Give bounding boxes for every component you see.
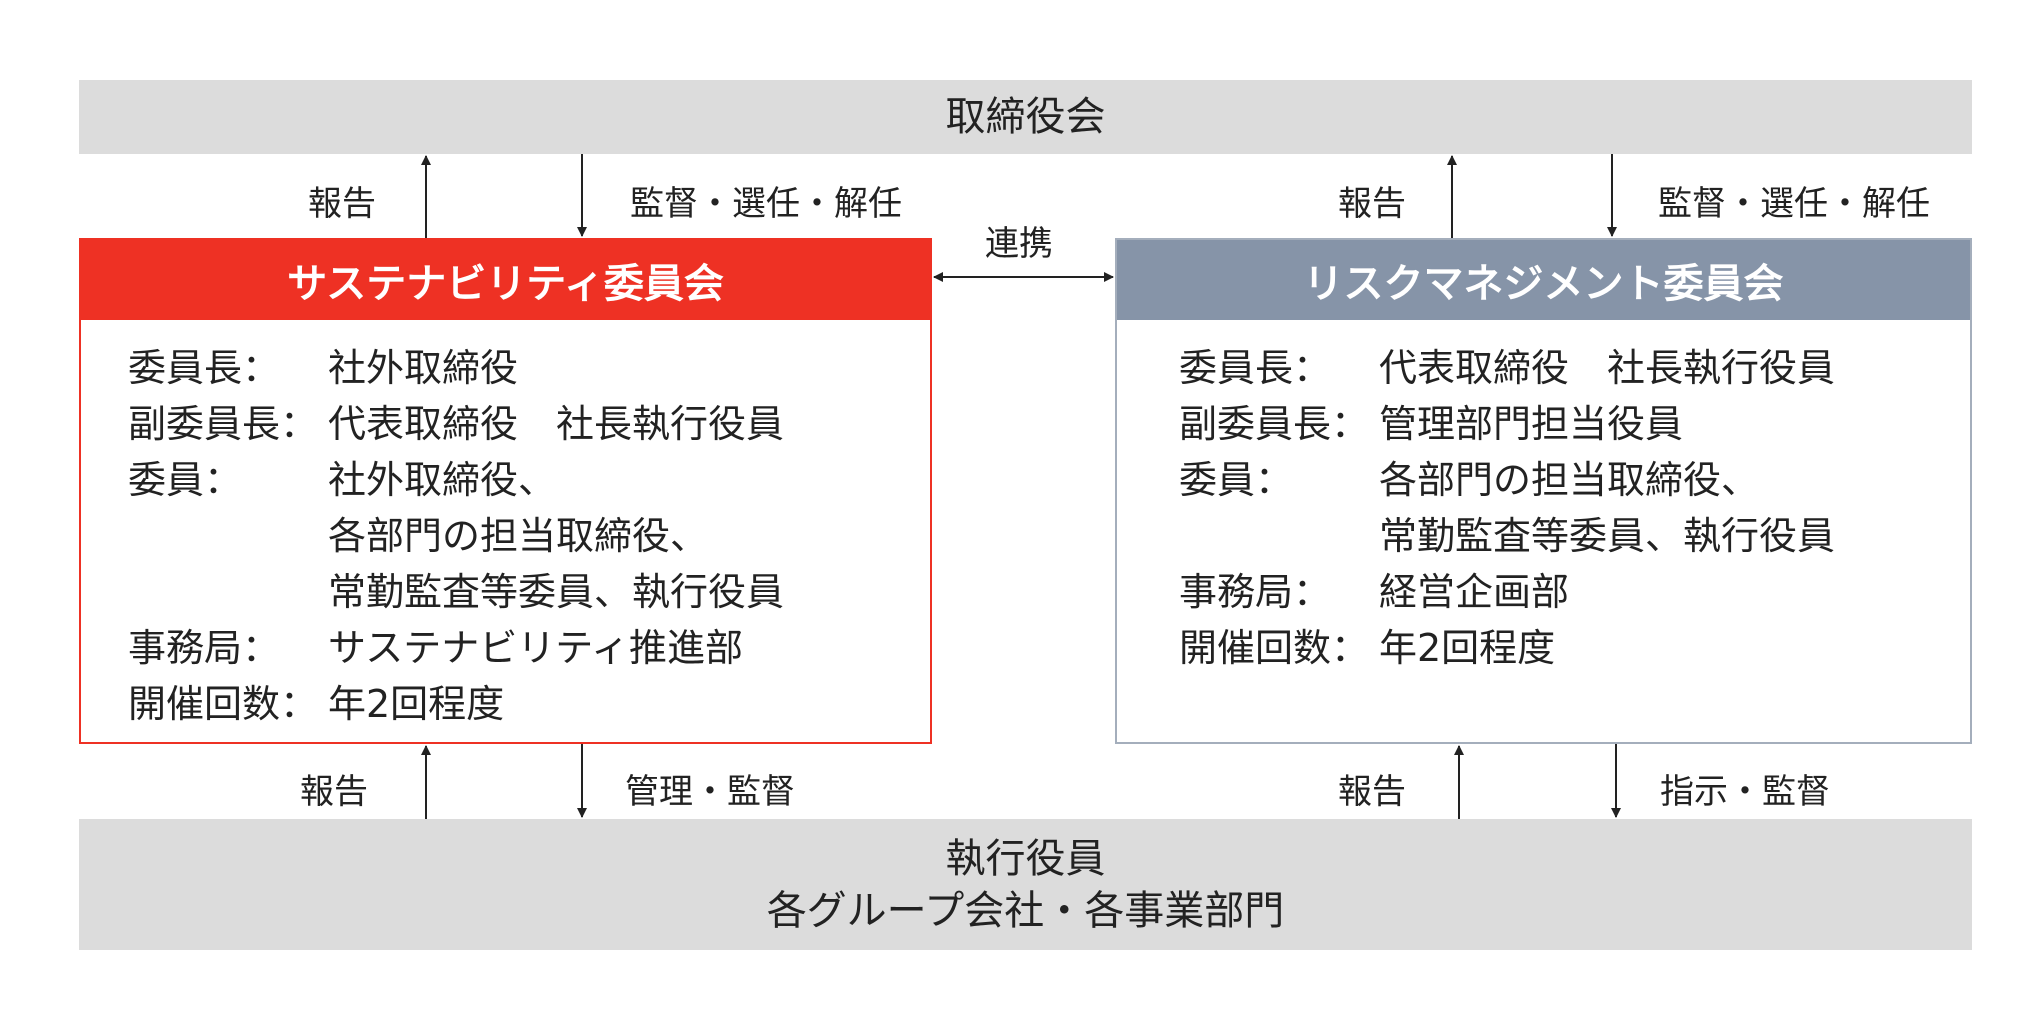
detail-key: 事務局： (1179, 570, 1332, 614)
detail-row: 各部門の担当取締役、 (128, 508, 784, 564)
executives-line1: 執行役員 (945, 835, 1106, 882)
board-title: 取締役会 (945, 94, 1106, 140)
detail-value: 常勤監査等委員、執行役員 (328, 570, 785, 614)
detail-value: サステナビリティ推進部 (328, 626, 743, 670)
detail-value: 代表取締役 社長執行役員 (1379, 346, 1836, 390)
detail-value: 年2回程度 (1379, 626, 1556, 670)
detail-key: 開催回数： (1179, 626, 1370, 670)
detail-row: 開催回数：年2回程度 (1179, 620, 1835, 676)
detail-row: 委員： 社外取締役、 (128, 452, 784, 508)
detail-row: 事務局： 経営企画部 (1179, 564, 1835, 620)
detail-key: 開催回数： (128, 682, 319, 726)
detail-row: 常勤監査等委員、執行役員 (1179, 508, 1835, 564)
detail-value: 年2回程度 (328, 682, 505, 726)
detail-row: 常勤監査等委員、執行役員 (128, 564, 784, 620)
label-sus-report-up: 報告 (308, 184, 376, 224)
label-risk-supervise: 監督・選任・解任 (1658, 184, 1930, 224)
executives-line2: 各グループ会社・各事業部門 (766, 887, 1285, 934)
label-sus-supervise: 監督・選任・解任 (630, 184, 902, 224)
detail-value: 各部門の担当取締役、 (328, 514, 709, 558)
detail-value: 代表取締役 社長執行役員 (328, 402, 785, 446)
detail-key: 副委員長： (1179, 402, 1370, 446)
detail-row: 委員長： 代表取締役 社長執行役員 (1179, 340, 1835, 396)
detail-key: 委員： (128, 458, 243, 502)
detail-key: 委員長： (1179, 346, 1332, 390)
label-coordination: 連携 (985, 224, 1053, 264)
risk-committee-details: 委員長：代表取締役 社長執行役員副委員長：管理部門担当役員委員：各部門の担当取締… (1179, 340, 1835, 676)
detail-key: 委員長： (128, 346, 281, 390)
detail-value: 常勤監査等委員、執行役員 (1379, 514, 1836, 558)
executives-box: 執行役員 各グループ会社・各事業部門 (79, 819, 1972, 950)
label-sus-bottom-report: 報告 (300, 772, 368, 812)
risk-committee-box: リスクマネジメント委員会 委員長：代表取締役 社長執行役員副委員長：管理部門担当… (1115, 238, 1972, 744)
label-risk-direct: 指示・監督 (1660, 772, 1830, 812)
detail-value: 管理部門担当役員 (1379, 402, 1684, 446)
detail-value: 社外取締役、 (328, 458, 557, 502)
detail-row: 開催回数：年2回程度 (128, 676, 784, 732)
sustainability-committee-title: サステナビリティ委員会 (81, 240, 930, 320)
sustainability-committee-box: サステナビリティ委員会 委員長：社外取締役副委員長：代表取締役 社長執行役員委員… (79, 238, 932, 744)
label-risk-report-up: 報告 (1338, 184, 1406, 224)
detail-row: 副委員長：代表取締役 社長執行役員 (128, 396, 784, 452)
detail-value: 各部門の担当取締役、 (1379, 458, 1760, 502)
detail-key: 事務局： (128, 626, 281, 670)
detail-row: 副委員長：管理部門担当役員 (1179, 396, 1835, 452)
detail-key: 副委員長： (128, 402, 319, 446)
detail-row: 事務局： サステナビリティ推進部 (128, 620, 784, 676)
detail-row: 委員： 各部門の担当取締役、 (1179, 452, 1835, 508)
sustainability-committee-details: 委員長：社外取締役副委員長：代表取締役 社長執行役員委員：社外取締役、各部門の担… (128, 340, 784, 732)
label-sus-manage: 管理・監督 (625, 772, 795, 812)
detail-value: 経営企画部 (1379, 570, 1570, 614)
label-risk-bottom-report: 報告 (1338, 772, 1406, 812)
risk-committee-title: リスクマネジメント委員会 (1117, 240, 1970, 320)
detail-key: 委員： (1179, 458, 1294, 502)
board-box: 取締役会 (79, 80, 1972, 154)
detail-row: 委員長： 社外取締役 (128, 340, 784, 396)
detail-value: 社外取締役 (328, 346, 519, 390)
